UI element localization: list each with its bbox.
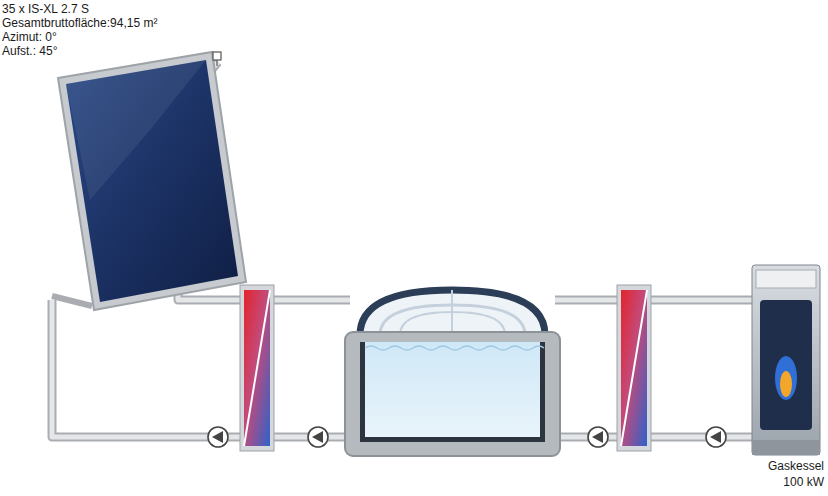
- caption-text: 100 kW: [738, 474, 824, 490]
- collector-label: 35 x IS-XL 2.7 SGesamtbruttofläche:94,15…: [2, 2, 157, 58]
- caption-text: Gaskessel: [738, 458, 824, 474]
- caption-text: Aufst.: 45°: [2, 44, 157, 58]
- caption-text: 35 x IS-XL 2.7 S: [2, 2, 157, 16]
- caption-text: Azimut: 0°: [2, 30, 157, 44]
- boiler-label: Gaskessel100 kW: [738, 458, 824, 490]
- caption-text: Gesamtbruttofläche:94,15 m²: [2, 16, 157, 30]
